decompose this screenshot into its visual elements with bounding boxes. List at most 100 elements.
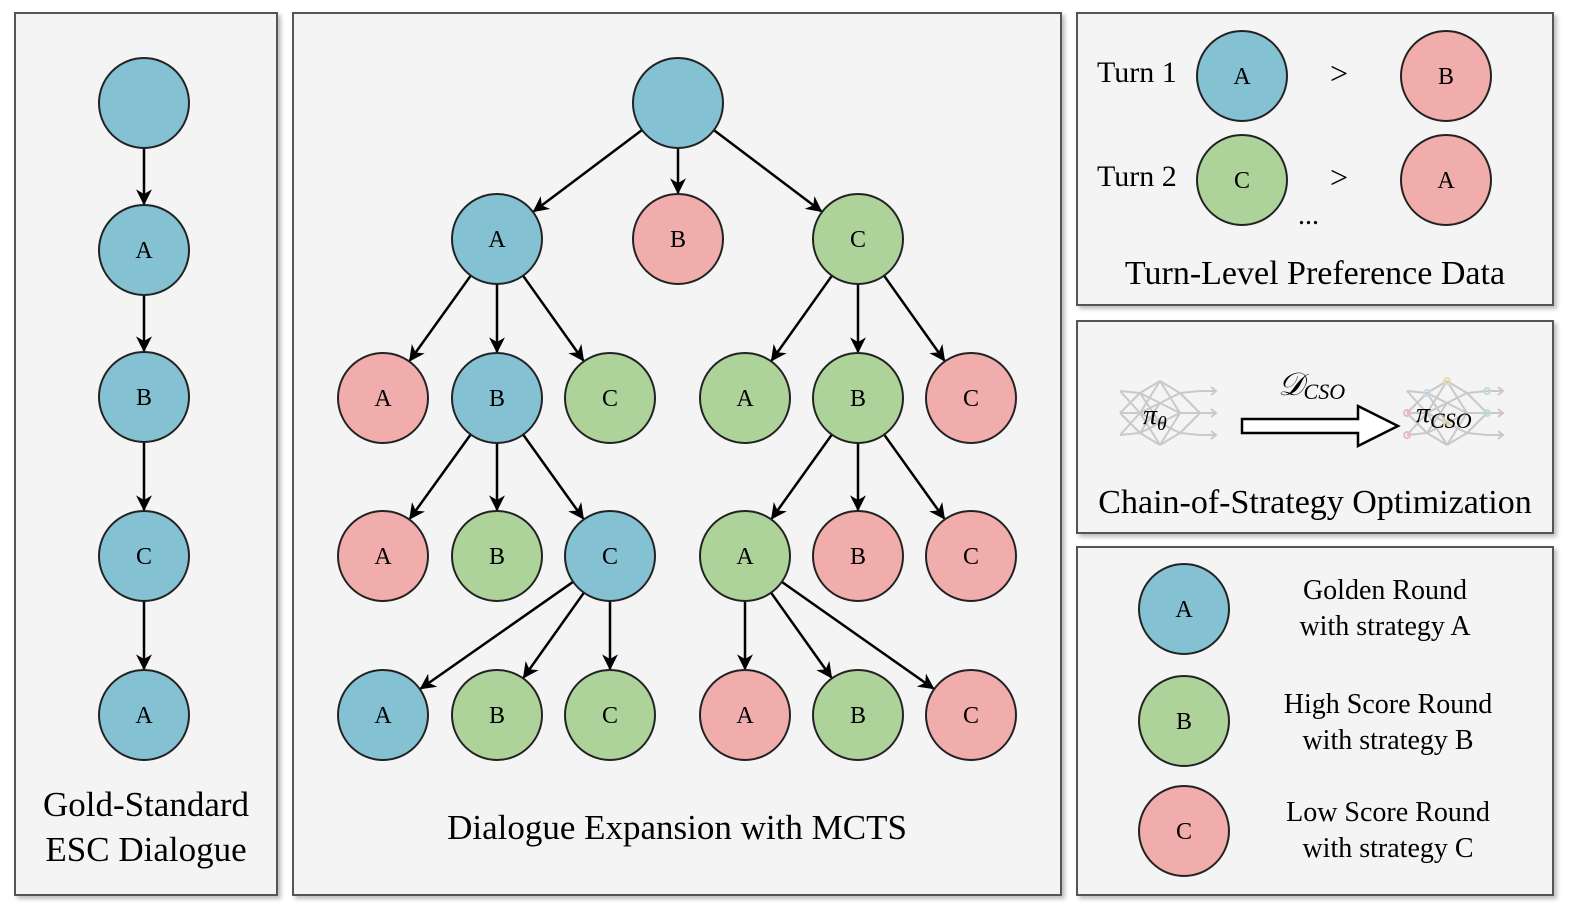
preference-chosen-node-1-circle	[1196, 30, 1288, 122]
mcts-node-l1c: C	[812, 193, 904, 285]
mcts-node-l2c1-label: C	[602, 386, 618, 412]
mcts-node-l3a2-label: A	[736, 544, 754, 570]
mcts-node-l4a2-circle	[699, 669, 791, 761]
mcts-edge-l2b2-l3c2	[883, 433, 946, 520]
mcts-node-l1a-circle	[451, 193, 543, 285]
mcts-node-l2b2: B	[812, 352, 904, 444]
gold-standard-node-0-circle	[98, 57, 190, 149]
mcts-node-l2b1: B	[451, 352, 543, 444]
legend-node-high: B	[1138, 675, 1230, 767]
legend-node-low-label: C	[1176, 819, 1192, 845]
mcts-node-l4b1-label: B	[489, 703, 505, 729]
dataset-label: 𝒟CSO	[1278, 366, 1345, 405]
mcts-node-l4c2: C	[925, 669, 1017, 761]
mcts-edge-root-l1c	[713, 129, 823, 213]
mcts-node-l2b2-label: B	[850, 386, 866, 412]
legend-golden-line2: with strategy A	[1299, 611, 1471, 642]
mcts-node-l3b2-label: B	[850, 544, 866, 570]
preference-chosen-node-1: A	[1196, 30, 1288, 122]
mcts-node-l1b: B	[632, 193, 724, 285]
legend-node-high-label: B	[1176, 709, 1192, 735]
mcts-node-l1b-label: B	[670, 227, 686, 253]
mcts-node-l3b1-label: B	[489, 544, 505, 570]
gold-standard-node-2-label: B	[136, 385, 152, 411]
mcts-node-l3c1: C	[564, 510, 656, 602]
source-model-subscript: θ	[1157, 413, 1167, 435]
mcts-edge-l1c-l2c2	[883, 274, 946, 362]
gold-standard-node-3-label: C	[136, 544, 152, 570]
legend-node-golden-label: A	[1175, 597, 1193, 623]
source-model-network-icon	[1119, 380, 1217, 446]
mcts-node-l4a1-circle	[337, 669, 429, 761]
legend-node-high-circle	[1138, 675, 1230, 767]
mcts-node-l4c1-circle	[564, 669, 656, 761]
legend-node-golden-circle	[1138, 563, 1230, 655]
mcts-node-l4a1-label: A	[374, 703, 392, 729]
mcts-node-l2b1-circle	[451, 352, 543, 444]
gold-standard-node-2: B	[98, 351, 190, 443]
mcts-edge-l3c1-l4a1	[419, 580, 574, 690]
mcts-node-l1b-circle	[632, 193, 724, 285]
mcts-node-l2c1: C	[564, 352, 656, 444]
turn-2-label: Turn 2	[1097, 160, 1177, 193]
mcts-node-l1c-circle	[812, 193, 904, 285]
legend-golden-line1: Golden Round	[1302, 575, 1468, 606]
legend-high-line2: with strategy B	[1302, 725, 1474, 756]
legend-high-line1: High Score Round	[1283, 689, 1493, 720]
mcts-node-l4c2-circle	[925, 669, 1017, 761]
preference-rejected-node-2: A	[1400, 134, 1492, 226]
mcts-node-l4b1: B	[451, 669, 543, 761]
target-model-label: πCSO	[1416, 398, 1472, 434]
mcts-node-l3b1-circle	[451, 510, 543, 602]
gold-standard-title-line1: Gold-Standard	[42, 785, 250, 824]
mcts-node-l3b2-circle	[812, 510, 904, 602]
source-model-symbol: π	[1143, 400, 1158, 431]
mcts-node-l4b2: B	[812, 669, 904, 761]
mcts-node-l4c2-label: C	[963, 703, 979, 729]
dataset-subscript: CSO	[1303, 379, 1346, 404]
mcts-node-l4a1: A	[337, 669, 429, 761]
mcts-node-l4c1-label: C	[602, 703, 618, 729]
legend-low-line2: with strategy C	[1302, 833, 1474, 864]
mcts-node-l3c2-label: C	[963, 544, 979, 570]
mcts-edge-l1c-l2a2	[770, 274, 833, 362]
mcts-node-l2c2-label: C	[963, 386, 979, 412]
mcts-node-l2c2-circle	[925, 352, 1017, 444]
mcts-edge-l2b2-l3a2	[770, 433, 833, 520]
mcts-node-l2a2-label: A	[736, 386, 754, 412]
gold-standard-node-4-circle	[98, 669, 190, 761]
mcts-node-l3b1: B	[451, 510, 543, 602]
gold-standard-node-3-circle	[98, 510, 190, 602]
gold-standard-node-1-circle	[98, 204, 190, 296]
mcts-node-l4c1: C	[564, 669, 656, 761]
gold-standard-node-4: A	[98, 669, 190, 761]
mcts-edge-l3a2-l4b2	[770, 591, 833, 679]
mcts-node-l2c1-circle	[564, 352, 656, 444]
edges-layer	[136, 129, 946, 690]
mcts-edge-l2b1-l3a1	[408, 433, 472, 520]
legend-node-golden: A	[1138, 563, 1230, 655]
mcts-node-l3c1-circle	[564, 510, 656, 602]
gold-standard-node-0	[98, 57, 190, 149]
target-model-subscript: CSO	[1430, 408, 1472, 433]
preference-rejected-node-1: B	[1400, 30, 1492, 122]
legend-node-low-circle	[1138, 785, 1230, 877]
legend-node-low: C	[1138, 785, 1230, 877]
preference-rejected-node-2-label: A	[1437, 168, 1455, 194]
dataset-symbol: 𝒟	[1278, 366, 1304, 402]
mcts-node-l2c2: C	[925, 352, 1017, 444]
mcts-node-l3c2-circle	[925, 510, 1017, 602]
mcts-node-l2b2-circle	[812, 352, 904, 444]
gold-standard-node-2-circle	[98, 351, 190, 443]
mcts-title: Dialogue Expansion with MCTS	[447, 808, 907, 847]
mcts-node-root-circle	[632, 57, 724, 149]
legend-low-line1: Low Score Round	[1286, 797, 1490, 828]
mcts-edge-l1a-l2a1	[408, 274, 472, 362]
mcts-node-l1a-label: A	[488, 227, 506, 253]
target-model-symbol: π	[1416, 398, 1431, 429]
mcts-node-l1a: A	[451, 193, 543, 285]
preference-rejected-node-2-circle	[1400, 134, 1492, 226]
mcts-edge-l3a2-l4c2	[781, 580, 935, 690]
mcts-node-root	[632, 57, 724, 149]
